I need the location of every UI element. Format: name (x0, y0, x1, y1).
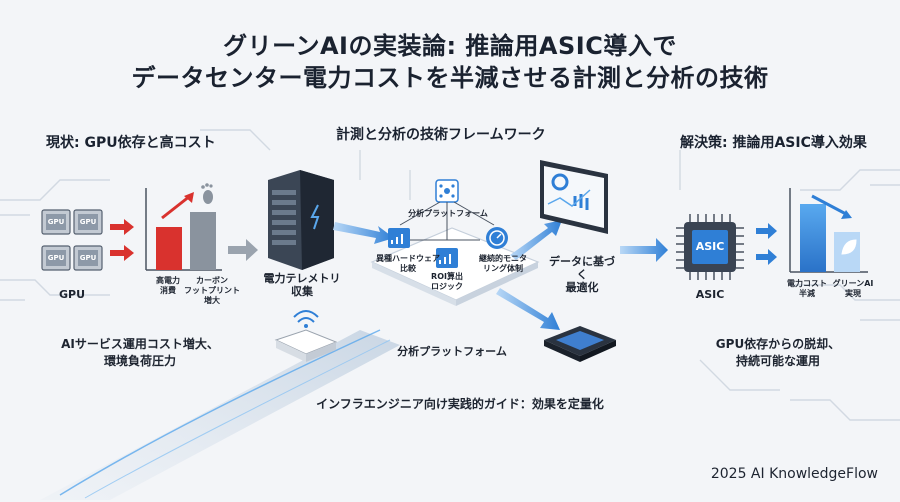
right-caption: GPU依存からの脱却、 持続可能な運用 (715, 337, 841, 368)
bar-high-power (156, 227, 182, 270)
beam-line (59, 329, 381, 496)
gpu-chip-label-4: GPU (79, 254, 97, 262)
monitor-node-icon (486, 227, 508, 249)
platform-node-top (435, 179, 459, 203)
telemetry-label: 電力テレメトリ 収集 (263, 272, 341, 298)
right-bar-chart (789, 188, 868, 273)
gpu-label: GPU (58, 288, 86, 301)
bar-carbon (190, 212, 216, 270)
leaf-icon (841, 239, 857, 255)
grey-arrow (228, 239, 258, 261)
platform-connectors (399, 201, 495, 241)
center-heading: 計測と分析の技術フレームワーク (336, 127, 546, 143)
left-caption: AIサービス運用コスト増大、 環境負荷圧力 (61, 337, 219, 368)
carbon-label: カーボン フットプリント 増大 (184, 276, 240, 305)
circuit-traces-right (679, 150, 900, 421)
page-title-line2: データセンター電力コストを半減させる計測と分析の技術 (131, 64, 769, 92)
optimize-label: データに基づく 最適化 (549, 255, 615, 294)
data-beam (40, 330, 400, 500)
right-heading: 解決策: 推論用ASIC導入効果 (680, 135, 867, 151)
asic-chip-icon (676, 214, 744, 280)
asic-label: ASIC (695, 288, 725, 301)
roi-logic-label: ROI算出 ロジック (431, 272, 463, 291)
left-bar-chart (145, 188, 222, 271)
red-arrows (110, 219, 134, 261)
gpu-chips (41, 209, 103, 271)
asic-chip-text: ASIC (695, 240, 725, 253)
monitoring-label: 継続的モニタ リング体制 (479, 254, 527, 273)
dashboard-icon (540, 160, 608, 234)
gpu-chip-label-1: GPU (47, 218, 65, 226)
roi-node-icon (436, 248, 458, 268)
left-heading: 現状: GPU依存と高コスト (46, 135, 216, 151)
blue-arrow-to-platform (333, 222, 394, 244)
power-half-label: 電力コスト 半減 (787, 279, 827, 298)
gpu-chip-label-3: GPU (47, 254, 65, 262)
platform-top-label: 分析プラットフォーム (408, 209, 488, 218)
high-power-label: 高電力 消費 (156, 276, 180, 295)
footprint-icon (201, 183, 213, 204)
practical-guide-text: インフラエンジニア向け実践的ガイド：効果を定量化 (316, 397, 604, 411)
blue-arrow-to-chip (496, 288, 560, 330)
circuit-traces-left (0, 129, 411, 301)
platform-bottom-label: 分析プラットフォーム (397, 345, 507, 358)
router-icon (274, 310, 338, 362)
blue-arrow-to-dashboard (510, 220, 562, 260)
footer-credit: 2025 AI KnowledgeFlow (710, 466, 878, 482)
bar-cost-half (800, 204, 826, 272)
processor-chip-icon (544, 326, 616, 362)
hetero-compare-label: 異種ハードウェア 比較 (376, 254, 440, 273)
blue-arrow-to-asic (620, 238, 668, 262)
page-title-line1: グリーンAIの実装論: 推論用ASIC導入で (223, 32, 677, 60)
server-icon (268, 170, 334, 270)
hetero-node-icon (388, 228, 410, 248)
blue-chevrons (756, 223, 777, 265)
gpu-chip-label-2: GPU (79, 218, 97, 226)
green-ai-label: グリーンAI 実現 (832, 279, 874, 298)
